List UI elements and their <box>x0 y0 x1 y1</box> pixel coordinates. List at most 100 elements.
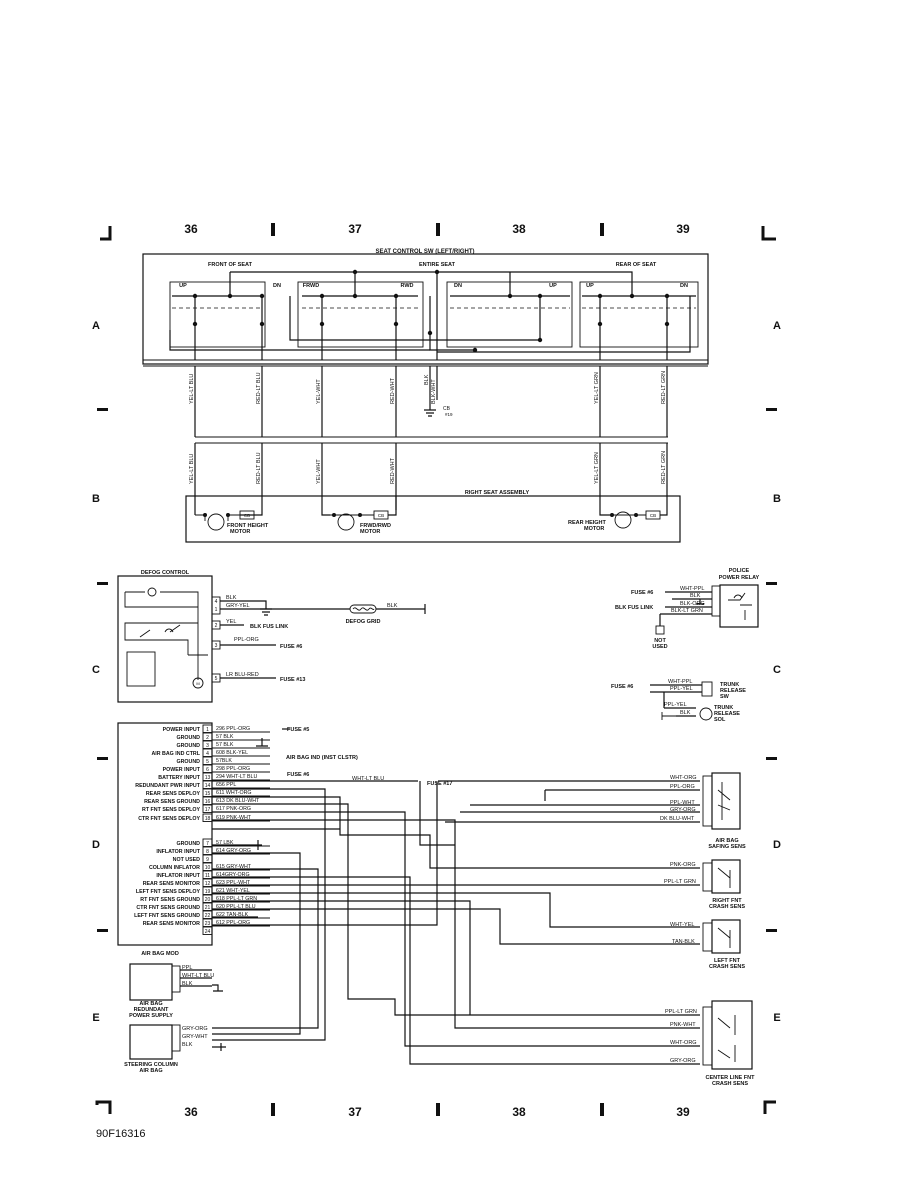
airbag-pin-label: GROUND <box>176 743 200 749</box>
airbag-pin-label: BATTERY INPUT <box>158 775 200 781</box>
airbag-pin-label: REAR SENS DEPLOY <box>146 791 201 797</box>
svg-text:BLK-WHT: BLK-WHT <box>431 379 437 404</box>
airbag-pin-wire: 614GRY-ORG <box>216 872 250 878</box>
svg-text:USED: USED <box>652 644 667 650</box>
airbag-pin-cell <box>202 724 213 733</box>
svg-text:D: D <box>773 839 781 851</box>
svg-text:SAFING SENS: SAFING SENS <box>708 844 746 850</box>
right-front-crash-sensor: PNK-ORG PPL-LT GRN RIGHT FNT CRASH SENS <box>664 859 745 910</box>
svg-text:WHT-YEL: WHT-YEL <box>670 922 694 928</box>
svg-text:CENTER LINE FNT: CENTER LINE FNT <box>706 1075 756 1081</box>
defog-wire: PPL-ORG <box>234 637 259 643</box>
col-label: 39 <box>676 1105 690 1119</box>
airbag-pin-label: CTR FNT SENS GROUND <box>136 905 200 911</box>
svg-text:3: 3 <box>215 643 218 649</box>
seat-switch-title: SEAT CONTROL SW (LEFT/RIGHT) <box>375 249 474 255</box>
defog-title: DEFOG CONTROL <box>141 570 190 576</box>
airbag-pin-cell <box>202 846 213 855</box>
svg-text:2: 2 <box>215 623 218 629</box>
airbag-pin-label: COLUMN INFLATOR <box>149 865 200 871</box>
svg-text:RED-LT GRN: RED-LT GRN <box>661 371 667 404</box>
switch-label: DN <box>454 283 462 289</box>
airbag-pin-cell <box>202 870 213 879</box>
svg-text:1: 1 <box>215 607 218 613</box>
svg-text:MOTOR: MOTOR <box>360 529 380 535</box>
svg-text:YEL-LT BLU: YEL-LT BLU <box>189 454 195 484</box>
airbag-pin-number: 21 <box>205 905 211 911</box>
airbag-pin-label: GROUND <box>176 735 200 741</box>
front-of-seat-label: FRONT OF SEAT <box>208 262 253 268</box>
svg-text:LEFT FNT: LEFT FNT <box>714 958 741 964</box>
svg-text:PPL: PPL <box>182 965 192 971</box>
airbag-pin-cell <box>202 878 213 887</box>
airbag-pin-cell <box>202 910 213 919</box>
fuse-label: FUSE #13 <box>280 677 305 683</box>
svg-text:RED-LT GRN: RED-LT GRN <box>661 451 667 484</box>
airbag-pin-cell <box>202 902 213 911</box>
svg-text:BLK-ORG: BLK-ORG <box>680 601 705 607</box>
column-labels-bottom: 36 37 38 39 <box>184 1105 690 1119</box>
airbag-pin-number: 24 <box>205 929 211 935</box>
trunk-release: WHT-PPL PPL-YEL PPL-YEL BLK FUSE #6 TRUN… <box>611 679 746 723</box>
svg-text:CB: CB <box>244 513 250 518</box>
svg-text:SW: SW <box>720 694 730 700</box>
airbag-pin-label: REAR SENS MONITOR <box>143 921 200 927</box>
svg-text:CRASH SENS: CRASH SENS <box>709 964 745 970</box>
airbag-pin-wire: 618 PPL-LT GRN <box>216 896 257 902</box>
airbag-pin-wire: 608 BLK-YEL <box>216 750 248 756</box>
defog-grid-label: DEFOG GRID <box>346 619 381 625</box>
airbag-pin-label: REAR SENS GROUND <box>144 799 200 805</box>
airbag-pin-wire: 57 LBK <box>216 840 234 846</box>
airbag-pin-number: 10 <box>205 865 211 871</box>
airbag-pin-cell <box>202 748 213 757</box>
col-label: 37 <box>348 222 362 236</box>
svg-text:POWER RELAY: POWER RELAY <box>719 575 760 581</box>
blk-fus-link-label: BLK FUS LINK <box>250 624 288 630</box>
svg-text:WHT-PPL: WHT-PPL <box>668 679 692 685</box>
airbag-pin-cell <box>202 732 213 741</box>
defog-wire: BLK <box>226 595 237 601</box>
svg-text:GRY-ORG: GRY-ORG <box>670 1058 696 1064</box>
svg-text:CRASH SENS: CRASH SENS <box>709 904 745 910</box>
right-seat-assembly: RIGHT SEAT ASSEMBLY CB FRONT HEIGHT MOTO… <box>185 490 681 543</box>
column-labels-top: 36 37 38 39 <box>184 222 690 236</box>
svg-text:POWER SUPPLY: POWER SUPPLY <box>129 1013 173 1019</box>
svg-text:FUSE #6: FUSE #6 <box>611 684 633 690</box>
svg-text:REDUNDANT: REDUNDANT <box>134 1007 169 1013</box>
col-label: 38 <box>512 1105 526 1119</box>
svg-text:PNK-WHT: PNK-WHT <box>670 1022 696 1028</box>
airbag-pin-number: 11 <box>205 873 210 879</box>
svg-text:WHT-PPL: WHT-PPL <box>680 586 704 592</box>
airbag-pin-wire: 298 PPL-ORG <box>216 766 250 772</box>
svg-text:MOTOR: MOTOR <box>230 529 250 535</box>
svg-text:TRUNK: TRUNK <box>720 682 739 688</box>
switch-label: DN <box>680 283 688 289</box>
airbag-pin-cell <box>202 796 213 805</box>
svg-text:RED-LT BLU: RED-LT BLU <box>256 372 262 404</box>
svg-text:A: A <box>92 320 100 332</box>
airbag-pin-label: REAR SENS MONITOR <box>143 881 200 887</box>
svg-text:PPL-LT GRN: PPL-LT GRN <box>664 879 696 885</box>
airbag-pin-number: 15 <box>205 791 211 797</box>
svg-text:GRY-ORG: GRY-ORG <box>182 1026 208 1032</box>
airbag-pin-number: 6 <box>206 767 209 773</box>
svg-text:D: D <box>92 839 100 851</box>
col-label: 37 <box>348 1105 362 1119</box>
svg-text:DK BLU-WHT: DK BLU-WHT <box>660 816 695 822</box>
svg-text:BLK: BLK <box>182 1042 193 1048</box>
airbag-pin-number: 2 <box>206 735 209 741</box>
airbag-pin-cell <box>202 926 213 935</box>
svg-text:BLK: BLK <box>680 710 691 716</box>
airbag-pin-wire: 619 PNK-WHT <box>216 815 252 821</box>
assembly-label: RIGHT SEAT ASSEMBLY <box>465 490 530 496</box>
svg-text:POLICE: POLICE <box>729 568 750 574</box>
svg-text:RELEASE: RELEASE <box>720 688 746 694</box>
svg-text:WHT-ORG: WHT-ORG <box>670 775 697 781</box>
svg-text:GRY-ORG: GRY-ORG <box>670 807 696 813</box>
airbag-pin-wire: 611 WHT-ORG <box>216 790 252 796</box>
steering-column-air-bag: GRY-ORG GRY-WHT BLK STEERING COLUMN AIR … <box>124 1024 208 1074</box>
cb-label: CB <box>443 406 451 412</box>
svg-text:AIR BAG: AIR BAG <box>715 838 738 844</box>
svg-text:C: C <box>773 664 781 676</box>
